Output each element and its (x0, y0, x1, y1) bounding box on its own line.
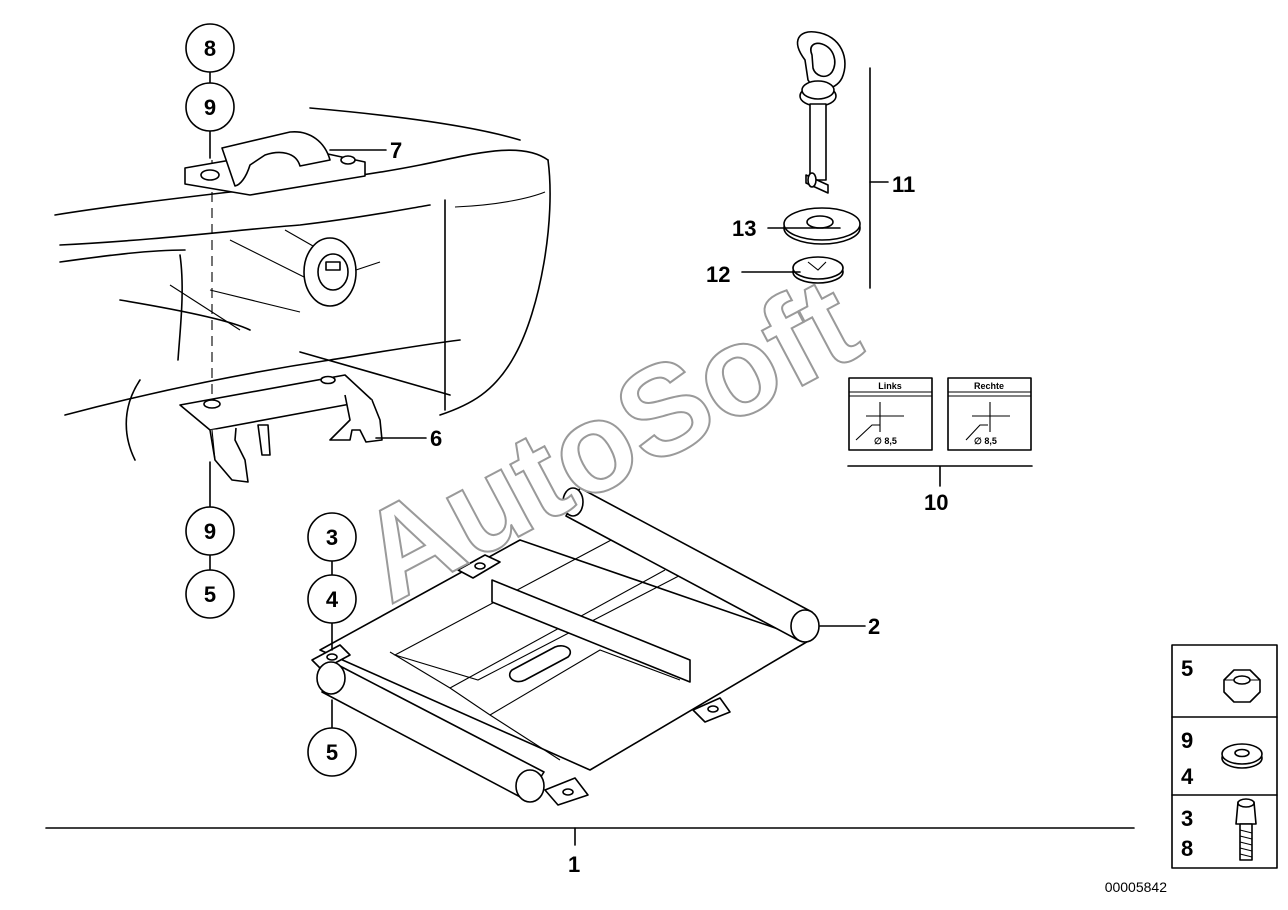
circled-9-bottom: 9 (204, 519, 216, 544)
circled-5-rack: 5 (326, 740, 338, 765)
callout-12: 12 (706, 262, 730, 287)
label-rechte-title: Rechte (974, 381, 1004, 391)
callout-7: 7 (390, 138, 402, 163)
fastener-legend: 5 9 4 3 8 (1171, 644, 1278, 869)
bumper-body-drawing (54, 107, 551, 461)
bracket-clip-part (179, 374, 383, 483)
callout-11: 11 (892, 172, 915, 197)
bracket-line-10 (847, 465, 1033, 487)
top-handle-part (184, 131, 366, 196)
hex-nut-icon (1223, 669, 1261, 703)
circled-9-top: 9 (204, 95, 216, 120)
label-rechte: Rechte ∅ 8,5 (947, 377, 1032, 451)
circled-3-rack: 3 (326, 525, 338, 550)
callout-2: 2 (868, 614, 880, 639)
washer-12-part (792, 256, 844, 284)
luggage-rack-part (311, 487, 820, 806)
legend-row3-num1: 3 (1181, 806, 1193, 831)
washer-icon (1221, 743, 1263, 769)
legend-row2-num1: 9 (1181, 728, 1193, 753)
callout-6: 6 (430, 426, 442, 451)
label-links: Links ∅ 8,5 (848, 377, 933, 451)
diagram-code: 00005842 (1105, 879, 1168, 895)
label-rechte-dim: ∅ 8,5 (974, 436, 997, 446)
lock-pin-part (796, 31, 846, 194)
circled-callouts (185, 23, 357, 777)
callout-1: 1 (568, 852, 580, 877)
callout-10: 10 (924, 490, 948, 515)
callout-13: 13 (732, 216, 756, 241)
label-links-dim: ∅ 8,5 (874, 436, 897, 446)
legend-row3-num2: 8 (1181, 836, 1193, 861)
washer-13-part (783, 207, 861, 245)
legend-row1-num1: 5 (1181, 656, 1193, 681)
bolt-icon (1235, 798, 1257, 861)
legend-row2-num2: 4 (1181, 764, 1194, 789)
circled-5-bottom: 5 (204, 582, 216, 607)
circled-8-top: 8 (204, 36, 216, 61)
label-links-title: Links (878, 381, 902, 391)
circled-4-rack: 4 (326, 587, 339, 612)
